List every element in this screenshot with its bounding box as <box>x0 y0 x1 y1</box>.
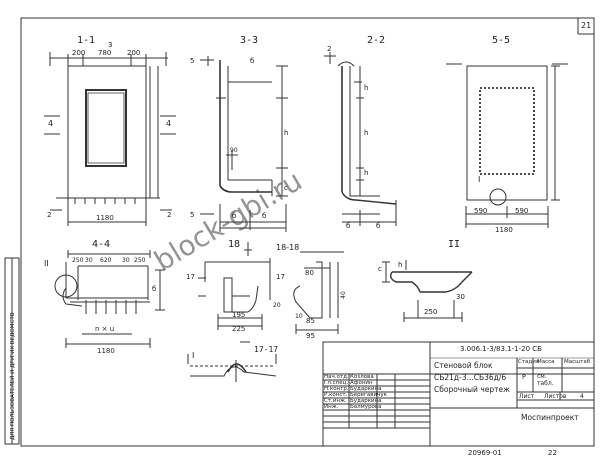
dim-18-195: 195 <box>232 311 246 319</box>
signer-name-3: Бударкина <box>350 386 382 392</box>
section-1-1-label: 1-1 <box>77 35 96 46</box>
dim-2-2-part-2: б <box>376 222 381 230</box>
dim-3-3-h: h <box>284 129 289 137</box>
title-line-2: СБ21д-3...СБ36д/6 <box>434 373 507 382</box>
sheet-label: Лист <box>519 393 535 400</box>
section-1-1-cut-mark: 3 <box>108 41 113 49</box>
sheet-number: 21 <box>581 21 592 30</box>
dim-3-3-part-1: б <box>232 212 237 220</box>
mass-value: см. табл. <box>537 373 554 387</box>
dim-1-1-overall: 1180 <box>96 214 114 222</box>
dim-II-250: 250 <box>424 308 438 316</box>
dim-18-gap: 20 <box>273 302 281 309</box>
dim-19-95: 95 <box>306 332 315 340</box>
signer-role-6: Инж. <box>324 404 339 410</box>
dim-19-80: 80 <box>305 269 314 277</box>
section-1-1-cut-bottom-right: 2 <box>167 211 172 219</box>
signer-name-4: Берегавичук <box>350 392 387 398</box>
sheets-label: Листов <box>544 393 567 400</box>
stage-value: Р <box>522 373 526 381</box>
section-17-cut: I <box>192 351 195 360</box>
organization: Моспинпроект <box>521 413 579 422</box>
dim-1-1-mid: 780 <box>98 49 112 57</box>
dim-4-4-d: 30 <box>122 257 130 264</box>
section-3-3-cut-top: 5 <box>190 57 195 65</box>
section-1-1-cut-bottom-left: 2 <box>47 211 52 219</box>
signer-name-5: Бударкина <box>350 398 382 404</box>
section-2-2-label: 2-2 <box>367 35 386 46</box>
dim-1-1-right: 200 <box>127 49 141 57</box>
signer-role-3: Н.контр. <box>324 386 349 392</box>
section-18-18-label: 18-18 <box>276 243 300 252</box>
signer-role-1: Нач.отд. <box>324 374 349 380</box>
section-17-17-label: 17-17 <box>254 345 279 354</box>
section-1-1-side-cut-right: 4 <box>166 119 172 128</box>
signer-name-1: Козлова <box>350 374 374 380</box>
detail-II-label: II <box>448 239 461 250</box>
dim-5-5-right: 590 <box>515 207 529 215</box>
dim-18-side: 17 <box>186 273 195 281</box>
drawing-code: 3.006.1-3/83.1-1-20 СБ <box>460 345 542 353</box>
dim-4-4-overall: 1180 <box>97 347 115 355</box>
section-2-2-num: 2 <box>327 45 332 53</box>
dim-18-side-right: 17 <box>276 273 285 281</box>
dim-2-2-part-1: б <box>346 222 351 230</box>
dim-2-2-h1: h <box>364 84 369 92</box>
callout-II: II <box>44 259 49 268</box>
signer-role-5: Ст.инж. <box>324 398 347 404</box>
section-18-label: 18 <box>228 239 241 250</box>
side-stamp-text: ДЛЯ ПОЛЬЗОВАТЕЛЕЙ И ДРУГИХ ВЕДОМСТВ <box>10 312 16 440</box>
title-line-1: Стеновой блок <box>434 361 493 370</box>
col-head-stage: Стадия <box>518 359 540 365</box>
dim-4-4-t: б <box>152 285 157 293</box>
dim-4-4-a: 250 <box>72 257 84 264</box>
bottom-code: 20969-01 <box>468 449 502 457</box>
col-head-scale: Масштаб <box>564 359 591 365</box>
dim-II-h: h <box>398 261 403 269</box>
dim-5-5-left: 590 <box>474 207 488 215</box>
section-3-3-cut-bottom: 5 <box>190 211 195 219</box>
signer-role-4: Р.конст. <box>324 392 348 398</box>
col-head-mass: Масса <box>537 359 555 365</box>
dim-4-4-formula: n × u <box>95 325 115 333</box>
dim-3-3-part-2: б <box>262 212 267 220</box>
title-line-3: Сборочный чертеж <box>434 385 510 394</box>
section-4-4-label: 4-4 <box>92 239 111 250</box>
signer-name-2: Афонин <box>350 380 373 386</box>
section-5-5-label: 5-5 <box>492 35 511 46</box>
dim-4-4-e: 250 <box>134 257 146 264</box>
dim-4-4-b: 30 <box>85 257 93 264</box>
signer-role-2: Гл.спец. <box>324 380 349 386</box>
dim-19-40: 40 <box>339 291 347 299</box>
dim-3-3-vert: 90 <box>230 147 238 154</box>
dim-1-1-left: 200 <box>72 49 86 57</box>
dim-19-85: 85 <box>306 317 315 325</box>
dim-19-10: 10 <box>295 313 303 320</box>
bottom-page: 22 <box>548 449 557 457</box>
section-3-3-label: 3-3 <box>240 35 259 46</box>
dim-II-c: с <box>378 265 382 273</box>
sheets-count: 4 <box>580 393 584 400</box>
dim-4-4-c: 620 <box>100 257 112 264</box>
dim-2-2-h3: h <box>364 169 369 177</box>
dim-II-30: 30 <box>456 293 465 301</box>
signer-name-6: Балмурова <box>350 404 382 410</box>
dim-3-3-width: б <box>250 57 255 65</box>
dim-2-2-h2: h <box>364 129 369 137</box>
dim-3-3-c: с <box>284 184 288 192</box>
callout-I: I <box>478 175 481 184</box>
dim-18-225: 225 <box>232 325 246 333</box>
dim-5-5-overall: 1180 <box>495 226 513 234</box>
section-1-1-side-cut-left: 4 <box>48 119 54 128</box>
